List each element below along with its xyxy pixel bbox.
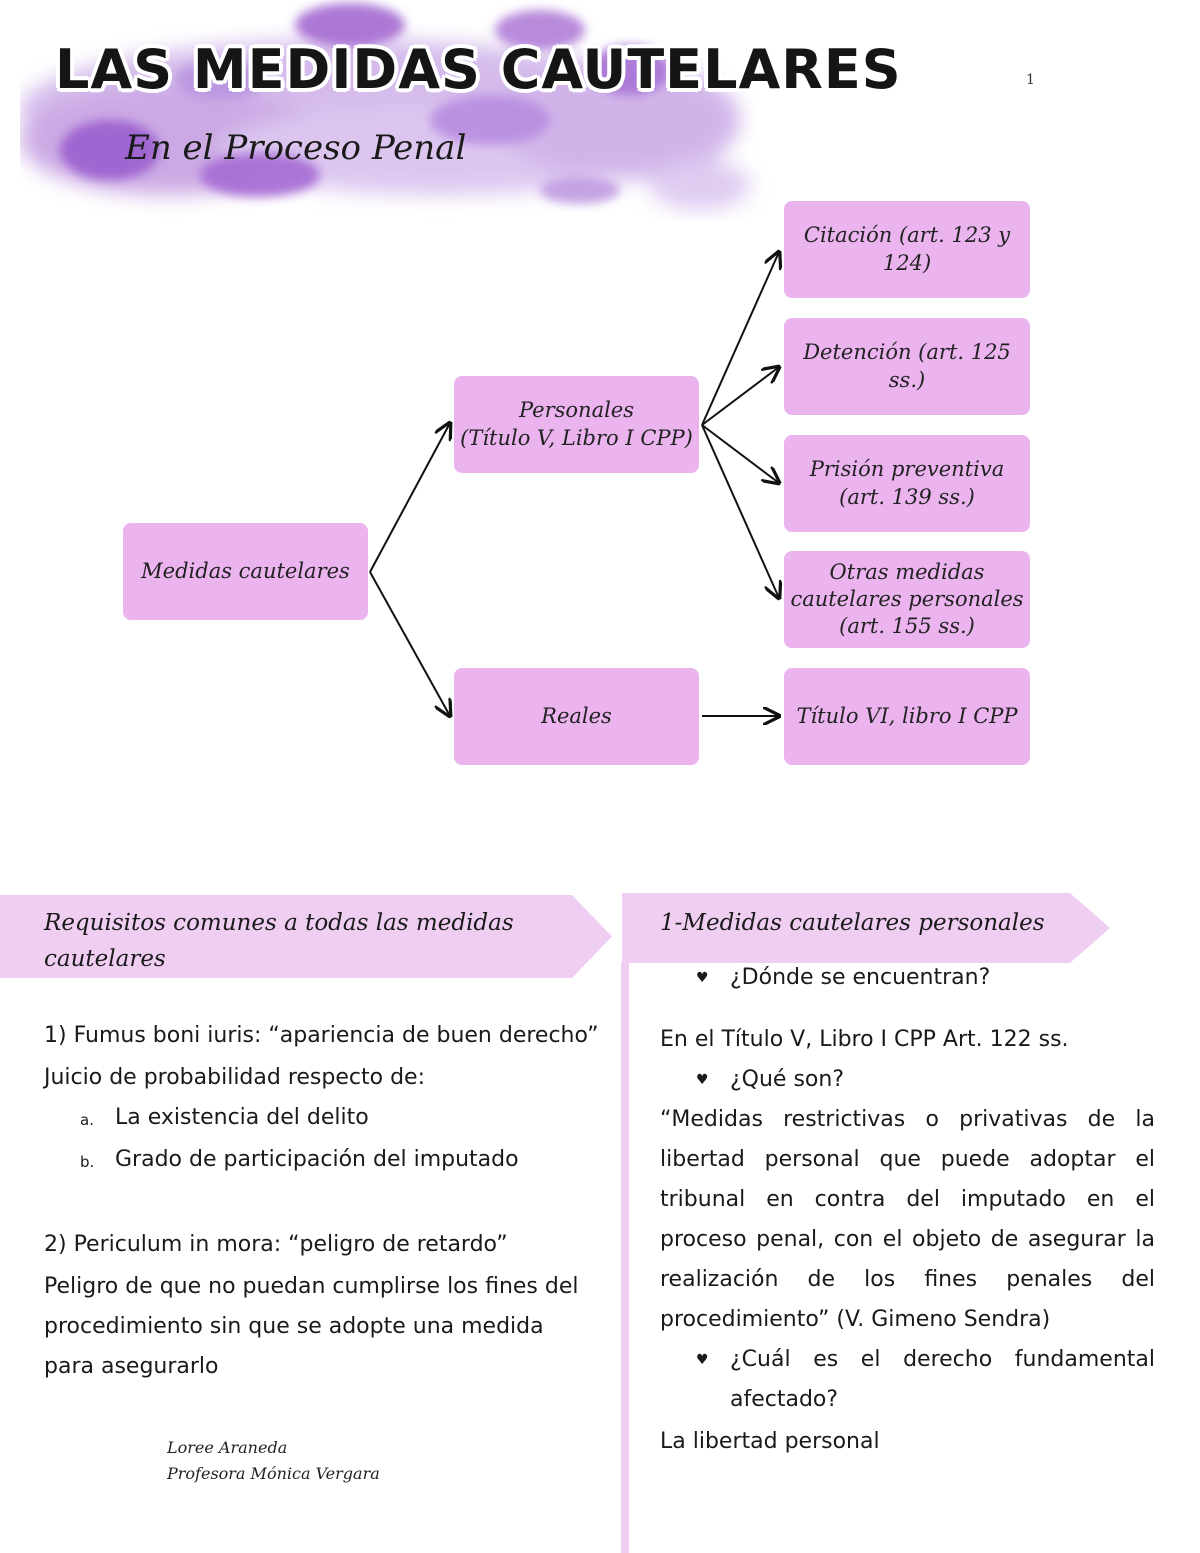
node-titulo-vi: Título VI, libro I CPP — [784, 668, 1030, 765]
requisito-1-item-a: La existencia del delito — [115, 1105, 369, 1130]
arrow-personales-citacion — [701, 252, 779, 426]
author-credit: Loree Araneda — [167, 1438, 288, 1457]
requisitos-banner — [0, 895, 612, 978]
teacher-credit: Profesora Mónica Vergara — [167, 1464, 380, 1483]
arrow-personales-otras — [701, 424, 779, 598]
requisito-1-item-b: Grado de participación del imputado — [115, 1147, 519, 1172]
question-derecho: ¿Cuál es el derecho fundamental afectado… — [696, 1340, 1155, 1420]
node-prision-preventiva: Prisión preventiva (art. 139 ss.) — [784, 435, 1030, 532]
requisito-2-desc: Peligro de que no puedan cumplirse los f… — [44, 1274, 579, 1379]
page-title: LAS MEDIDAS CAUTELARES — [55, 38, 902, 101]
page-subtitle: En el Proceso Penal — [125, 128, 467, 168]
diagram-arrows — [369, 0, 1200, 800]
requisitos-heading: Requisitos comunes a todas las medidas c… — [44, 910, 514, 972]
node-citacion: Citación (art. 123 y 124) — [784, 201, 1030, 298]
list-marker-b: b. — [80, 1153, 95, 1171]
arrow-personales-prision — [701, 424, 779, 483]
answer-que-son: “Medidas restrictivas o privativas de la… — [660, 1107, 1155, 1332]
arrow-root-reales — [369, 571, 450, 716]
question-que-son: ¿Qué son? — [696, 1060, 1150, 1100]
answer-donde: En el Título V, Libro I CPP Art. 122 ss. — [660, 1027, 1069, 1052]
node-medidas-cautelares: Medidas cautelares — [123, 523, 368, 620]
arrow-root-personales — [369, 423, 450, 573]
node-personales: Personales (Título V, Libro I CPP) — [454, 376, 699, 473]
watercolor-decoration — [20, 3, 750, 210]
column-divider — [621, 962, 629, 1553]
personales-heading: 1-Medidas cautelares personales — [660, 910, 1045, 936]
node-otras-medidas: Otras medidas cautelares personales (art… — [784, 551, 1030, 648]
question-donde: ¿Dónde se encuentran? — [696, 958, 1150, 998]
personales-banner — [622, 893, 1110, 963]
page-number: 1 — [1026, 72, 1035, 88]
requisito-2-title: 2) Periculum in mora: “peligro de retard… — [44, 1232, 508, 1257]
arrow-personales-detencion — [701, 367, 779, 426]
answer-derecho: La libertad personal — [660, 1429, 880, 1454]
requisito-1-desc: Juicio de probabilidad respecto de: — [44, 1065, 425, 1090]
requisito-1-title: 1) Fumus boni iuris: “apariencia de buen… — [44, 1023, 599, 1048]
node-detencion: Detención (art. 125 ss.) — [784, 318, 1030, 415]
node-reales: Reales — [454, 668, 699, 765]
list-marker-a: a. — [80, 1111, 94, 1129]
